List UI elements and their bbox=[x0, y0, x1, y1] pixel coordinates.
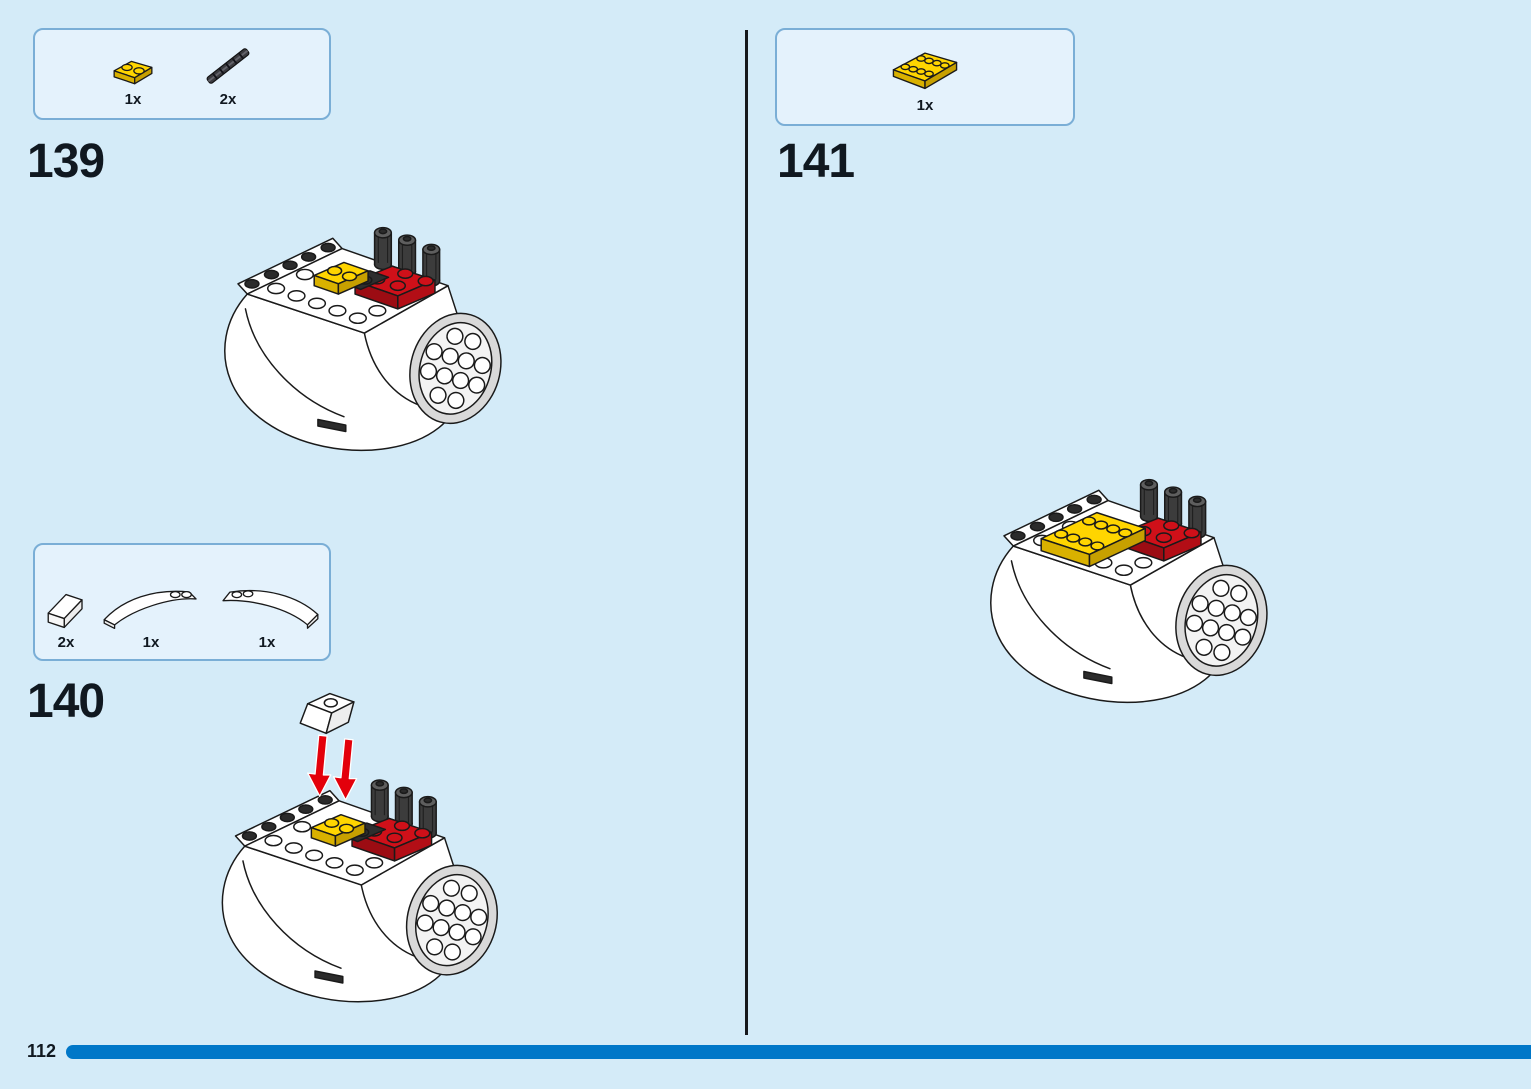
white-slope-icon bbox=[47, 593, 83, 629]
white-curved-wedge-right-icon bbox=[222, 589, 319, 629]
parts-box-step-140: 2x 1x 1x bbox=[33, 543, 331, 661]
part-count: 2x bbox=[219, 91, 237, 108]
part-item: 2x bbox=[41, 583, 91, 651]
part-count: 1x bbox=[142, 634, 160, 651]
step-number-140: 140 bbox=[27, 675, 105, 728]
parts-box-step-139: 1x 2x bbox=[33, 28, 331, 120]
progress-bar bbox=[66, 1045, 1531, 1059]
part-item: 1x bbox=[211, 579, 323, 651]
part-count: 2x bbox=[57, 634, 75, 651]
part-item: 1x bbox=[107, 52, 159, 108]
column-divider bbox=[745, 30, 748, 1035]
part-item: 2x bbox=[199, 44, 257, 108]
nacelle-assembly-141 bbox=[990, 478, 1281, 704]
part-count: 1x bbox=[916, 97, 934, 114]
parts-box-step-141: 1x bbox=[775, 28, 1075, 126]
placement-arrows bbox=[307, 734, 358, 801]
part-item: 1x bbox=[99, 579, 203, 651]
white-curved-wedge-left-icon bbox=[103, 590, 197, 630]
yellow-plate-2x4-icon bbox=[892, 52, 958, 90]
page-number: 112 bbox=[27, 1041, 57, 1061]
nacelle-assembly-140 bbox=[221, 692, 511, 1003]
assembly-illustration-139 bbox=[182, 190, 517, 478]
part-item: 1x bbox=[886, 42, 964, 114]
dark-grey-axle-icon bbox=[206, 48, 250, 84]
part-count: 1x bbox=[124, 91, 142, 108]
part-count: 1x bbox=[258, 634, 276, 651]
floating-slope-piece bbox=[299, 692, 355, 735]
nacelle-assembly-139 bbox=[224, 226, 515, 452]
step-number-139: 139 bbox=[27, 135, 105, 188]
assembly-illustration-140 bbox=[180, 676, 513, 1032]
assembly-illustration-141 bbox=[948, 442, 1283, 730]
step-number-141: 141 bbox=[777, 135, 855, 188]
yellow-plate-1x2-icon bbox=[113, 60, 153, 85]
